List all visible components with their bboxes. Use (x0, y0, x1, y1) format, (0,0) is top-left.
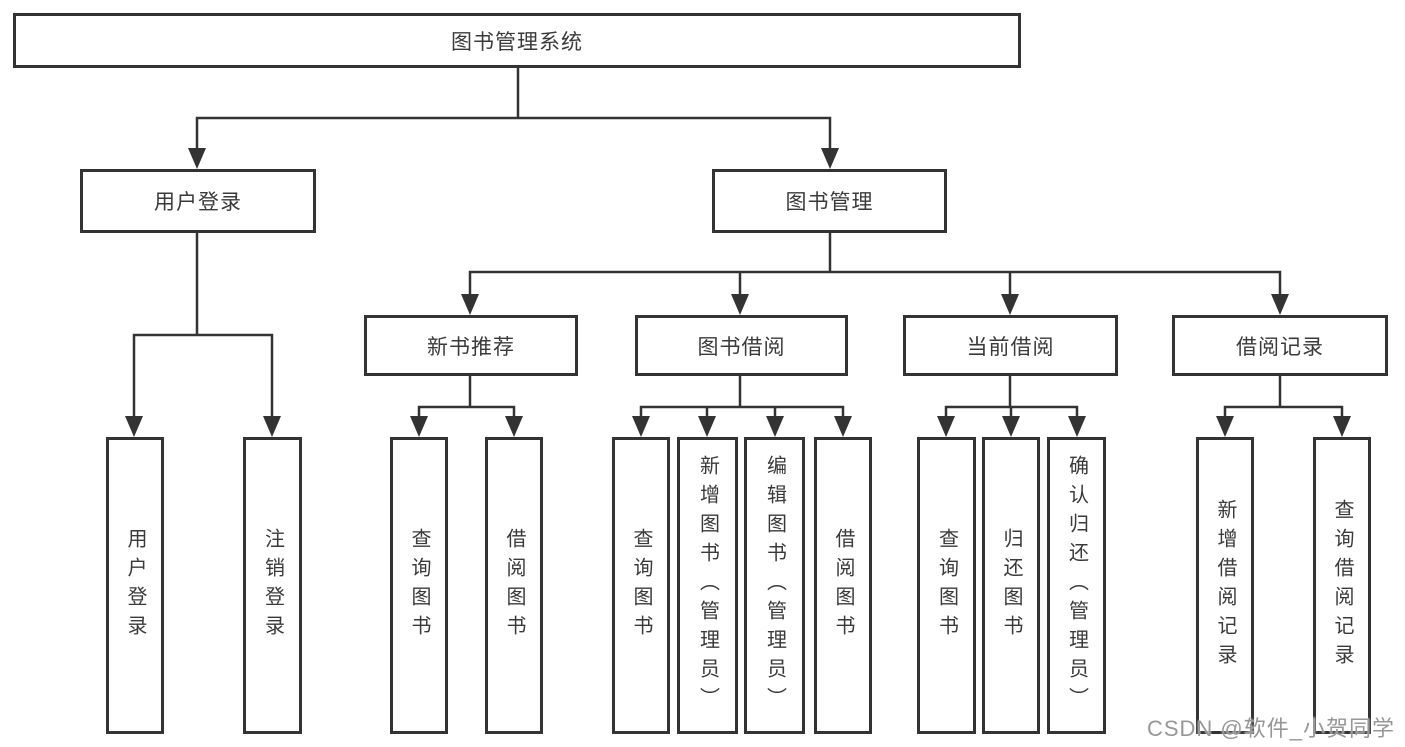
leaf-add-book-admin: 新增图书（管理员） (677, 437, 738, 734)
connector-user-login-branch (132, 229, 274, 420)
arrow-to-borrow-records (1271, 294, 1289, 315)
leaf-return-books-label: 归还图书 (1000, 527, 1022, 644)
connector-new-book-group (417, 372, 516, 420)
leaf-borrow-books-1-label: 借阅图书 (503, 527, 525, 644)
leaf-edit-book-admin-label: 编辑图书（管理员） (763, 455, 786, 716)
arrow-to-leaf-logout (263, 416, 281, 437)
watermark: CSDN @软件_小贺同学 (1146, 716, 1395, 741)
leaf-edit-book-admin: 编辑图书（管理员） (744, 437, 805, 734)
arrow-to-book-management (821, 148, 839, 169)
connector-book-borrow-group (639, 372, 845, 420)
leaf-return-books: 归还图书 (982, 437, 1040, 734)
arrow-to-leaf-query-books-1 (410, 416, 428, 437)
leaf-logout-login: 注销登录 (243, 437, 302, 734)
leaf-query-books-2-label: 查询图书 (630, 527, 652, 644)
leaf-query-borrow-record-label: 查询借阅记录 (1331, 498, 1353, 673)
arrow-to-leaf-borrow-books-1 (505, 416, 523, 437)
leaf-confirm-return-admin: 确认归还（管理员） (1047, 437, 1106, 734)
arrow-to-user-login (188, 148, 206, 169)
connector-current-borrow-group (944, 372, 1079, 420)
arrow-to-leaf-return-books (1002, 416, 1020, 437)
node-book-management: 图书管理 (712, 169, 947, 233)
node-new-book-recommend: 新书推荐 (364, 315, 578, 376)
leaf-user-login-label: 用户登录 (124, 527, 146, 644)
arrow-to-current-borrow (1001, 294, 1019, 315)
leaf-borrow-books-2: 借阅图书 (814, 437, 872, 734)
leaf-query-books-3: 查询图书 (917, 437, 976, 734)
leaf-query-borrow-record: 查询借阅记录 (1313, 437, 1371, 734)
leaf-logout-login-label: 注销登录 (261, 527, 284, 644)
connector-borrow-records-group (1223, 372, 1344, 420)
arrow-to-leaf-query-books-2 (632, 416, 650, 437)
arrow-to-leaf-add-book (698, 416, 716, 437)
leaf-query-books-3-label: 查询图书 (935, 527, 958, 644)
leaf-add-borrow-record-label: 新增借阅记录 (1214, 498, 1236, 673)
leaf-query-books-2: 查询图书 (612, 437, 670, 734)
node-root: 图书管理系统 (13, 13, 1021, 68)
arrow-to-leaf-add-record (1216, 416, 1234, 437)
leaf-borrow-books-2-label: 借阅图书 (832, 527, 854, 644)
node-book-borrow: 图书借阅 (635, 315, 848, 376)
arrow-to-book-borrow (731, 294, 749, 315)
arrow-to-leaf-query-books-3 (937, 416, 955, 437)
arrow-to-leaf-confirm-return (1068, 416, 1086, 437)
connector-book-management-branch (468, 229, 1282, 298)
arrowheads (125, 148, 1351, 437)
node-user-login: 用户登录 (80, 169, 316, 233)
arrow-to-leaf-user-login (125, 416, 143, 437)
node-current-borrow: 当前借阅 (903, 315, 1118, 376)
leaf-confirm-return-admin-label: 确认归还（管理员） (1065, 455, 1088, 716)
arrow-to-leaf-borrow-books-2 (834, 416, 852, 437)
leaf-add-borrow-record: 新增借阅记录 (1196, 437, 1254, 734)
leaf-query-books-1-label: 查询图书 (408, 527, 430, 644)
leaf-borrow-books-1: 借阅图书 (485, 437, 543, 734)
leaf-user-login: 用户登录 (106, 437, 164, 734)
node-borrow-records: 借阅记录 (1172, 315, 1388, 376)
leaf-add-book-admin-label: 新增图书（管理员） (696, 455, 719, 716)
arrow-to-leaf-query-record (1333, 416, 1351, 437)
arrow-to-leaf-edit-book (766, 416, 784, 437)
connector-root-to-level2 (195, 64, 832, 152)
leaf-query-books-1: 查询图书 (390, 437, 448, 734)
arrow-to-new-book-recommend (461, 294, 479, 315)
